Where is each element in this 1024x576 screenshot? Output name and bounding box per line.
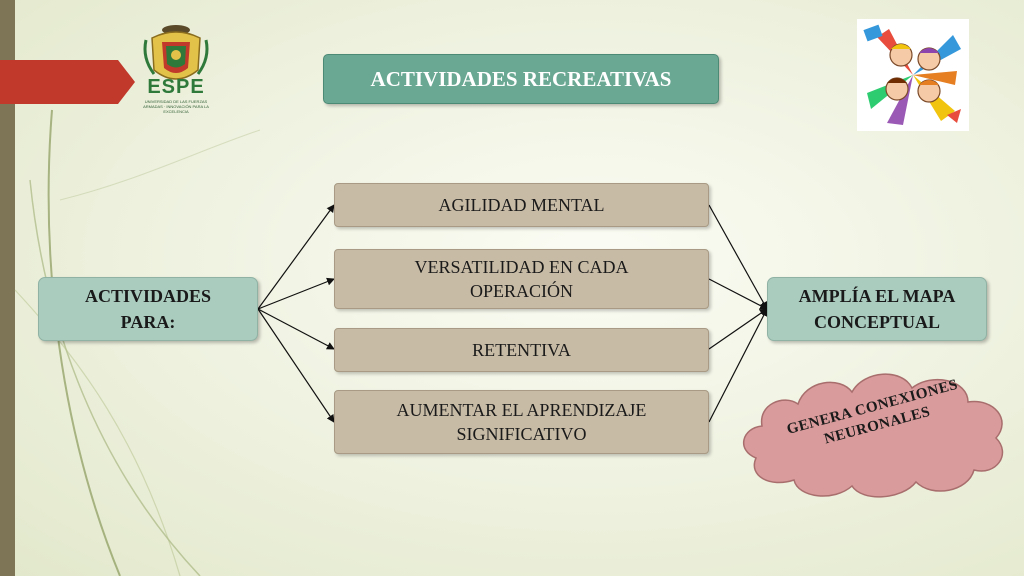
middle-node-label: AGILIDAD MENTAL xyxy=(438,195,605,215)
children-clipart-icon xyxy=(857,19,969,131)
right-node-amplia-mapa: AMPLÍA EL MAPA CONCEPTUAL xyxy=(767,277,987,341)
red-arrow-tab xyxy=(0,60,135,104)
espe-logo-name: ESPE xyxy=(147,76,205,98)
right-node-label: AMPLÍA EL MAPA CONCEPTUAL xyxy=(798,286,956,332)
left-node-label: ACTIVIDADES PARA: xyxy=(84,286,212,332)
left-accent-bar xyxy=(0,0,15,576)
middle-node-retentiva: RETENTIVA xyxy=(334,328,709,372)
middle-node-agilidad: AGILIDAD MENTAL xyxy=(334,183,709,227)
diagram-title: ACTIVIDADES RECREATIVAS xyxy=(323,54,719,104)
middle-node-aprendizaje: AUMENTAR EL APRENDIZAJE SIGNIFICATIVO xyxy=(334,390,709,454)
espe-logo-caption: UNIVERSIDAD DE LAS FUERZAS ARMADAS · INN… xyxy=(143,99,209,114)
cloud-shape xyxy=(742,373,1004,498)
middle-node-label: VERSATILIDAD EN CADA OPERACIÓN xyxy=(414,257,629,301)
espe-logo-icon xyxy=(143,25,209,80)
left-node-actividades-para: ACTIVIDADES PARA: xyxy=(38,277,258,341)
middle-node-label: RETENTIVA xyxy=(472,340,571,360)
middle-node-label: AUMENTAR EL APRENDIZAJE SIGNIFICATIVO xyxy=(396,400,647,444)
middle-node-versatilidad: VERSATILIDAD EN CADA OPERACIÓN xyxy=(334,249,709,309)
